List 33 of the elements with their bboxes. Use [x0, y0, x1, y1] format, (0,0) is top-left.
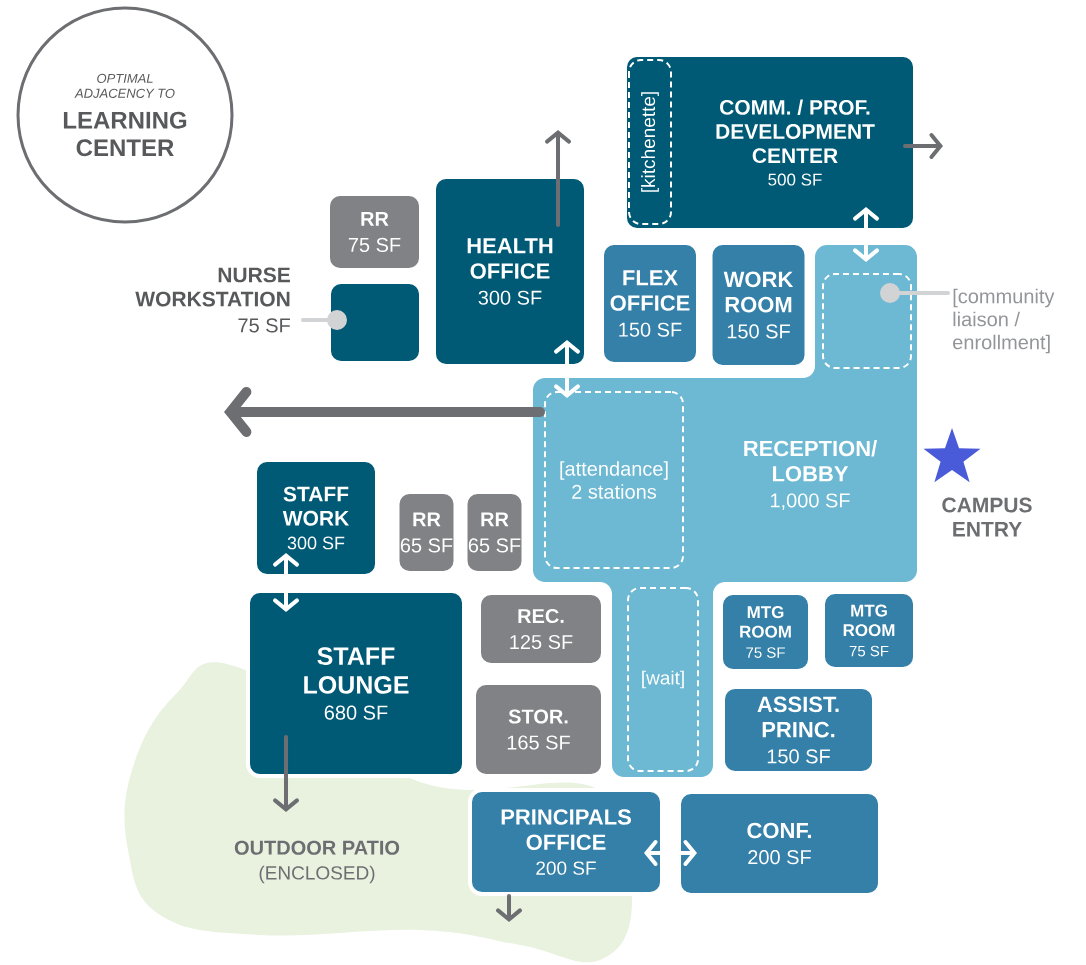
- room-zone: [kitchenette]: [628, 59, 672, 225]
- circle-label: OPTIMAL ADJACENCY TO LEARNING CENTER: [16, 6, 234, 224]
- room-box: RR 75 SF: [326, 192, 423, 272]
- double-arrow: [554, 340, 580, 398]
- room-box: CONF. 200 SF: [677, 790, 882, 897]
- double-arrow: [273, 553, 299, 612]
- double-arrow: [644, 840, 697, 866]
- room-box: RR 65 SF: [463, 490, 526, 575]
- room-box: MTG ROOM 75 SF: [719, 591, 812, 673]
- arrow: [903, 133, 943, 159]
- zone-label: [community liaison / enrollment]: [953, 288, 1055, 354]
- room-box: ASSIST. PRINC. 150 SF: [721, 685, 876, 775]
- room-zone: [822, 273, 912, 369]
- room-box: MTG ROOM 75 SF: [821, 590, 917, 671]
- leader-line: [880, 283, 950, 303]
- room-box: PRINCIPALS OFFICE 200 SF: [468, 788, 664, 896]
- leader-line: [301, 310, 347, 330]
- double-arrow: [853, 207, 879, 262]
- arrow: [545, 130, 571, 227]
- room-box: STAFF LOUNGE 680 SF: [246, 589, 466, 778]
- arrow: [273, 735, 299, 812]
- room-box: HEALTH OFFICE 300 SF: [432, 175, 588, 368]
- room-zone: [wait]: [627, 587, 699, 772]
- room-label: NURSE WORKSTATION 75 SF: [135, 267, 290, 333]
- room-box: STOR. 165 SF: [472, 681, 605, 778]
- room-zone: [attendance] 2 stations: [544, 391, 684, 569]
- entry-label: CAMPUS ENTRY: [942, 497, 1032, 537]
- room-box: RR 65 SF: [395, 490, 458, 575]
- arrow: [224, 387, 545, 437]
- room-box: REC. 125 SF: [477, 591, 605, 667]
- room-box: STAFF WORK 300 SF: [253, 458, 379, 578]
- room-box: FLEX OFFICE 150 SF: [600, 241, 700, 366]
- room-box: WORK ROOM 150 SF: [708, 241, 809, 369]
